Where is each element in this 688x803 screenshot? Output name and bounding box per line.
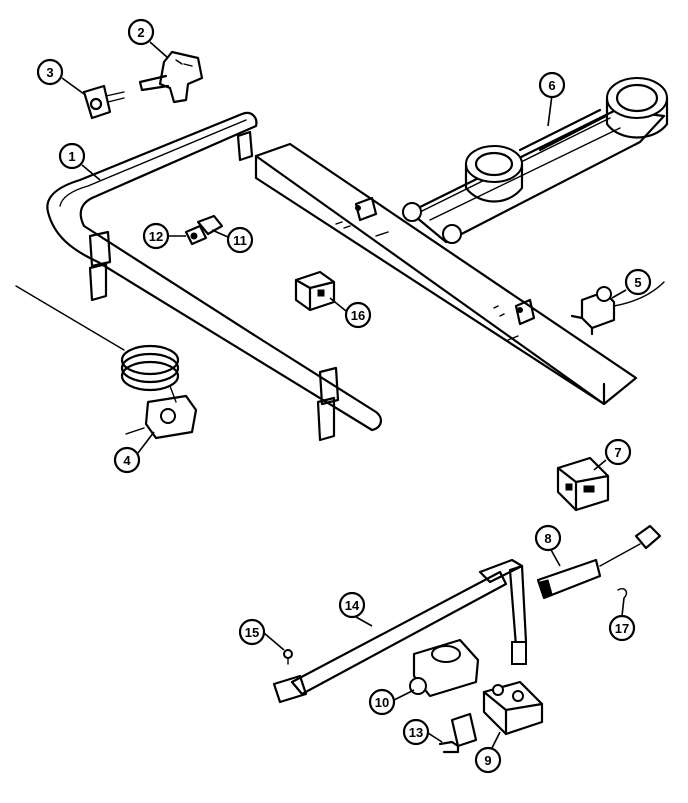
callout-6-label: 6 — [548, 78, 555, 93]
callout-1: 1 — [58, 142, 86, 170]
callout-15: 15 — [238, 618, 266, 646]
part-8-igniter-wire — [536, 524, 662, 600]
callout-6: 6 — [538, 71, 566, 99]
callout-4: 4 — [113, 446, 141, 474]
part-10-regulator — [409, 638, 480, 698]
part-9-valve-block — [482, 680, 544, 736]
callout-8: 8 — [534, 524, 562, 552]
callout-5-label: 5 — [634, 275, 641, 290]
leader-lines — [61, 41, 627, 749]
callout-13: 13 — [402, 718, 430, 746]
callout-8-label: 8 — [544, 531, 551, 546]
part-4-thermostat — [15, 285, 198, 440]
part-16-block — [294, 270, 336, 312]
callout-17-label: 17 — [615, 621, 629, 636]
callout-17: 17 — [608, 614, 636, 642]
callout-7: 7 — [604, 438, 632, 466]
part-5-igniter — [570, 281, 665, 336]
callout-16: 16 — [344, 301, 372, 329]
callout-1-label: 1 — [68, 149, 75, 164]
part-12-orifice — [184, 214, 224, 246]
part-13-bracket — [438, 712, 478, 754]
part-15-screw — [283, 649, 293, 665]
callout-11-label: 11 — [233, 233, 247, 248]
callout-11: 11 — [226, 226, 254, 254]
callout-2: 2 — [127, 18, 155, 46]
burner-support-bar — [254, 142, 638, 406]
callout-5: 5 — [624, 268, 652, 296]
callout-16-label: 16 — [351, 308, 365, 323]
callout-3: 3 — [36, 58, 64, 86]
callout-12: 12 — [142, 222, 170, 250]
part-3-bracket — [82, 84, 125, 120]
callout-10: 10 — [368, 688, 396, 716]
callout-14-label: 14 — [345, 598, 360, 613]
part-14-tube — [272, 558, 528, 704]
part-17-clip — [617, 588, 628, 599]
callout-15-label: 15 — [245, 625, 259, 640]
callout-13-label: 13 — [409, 725, 423, 740]
part-2-valve — [138, 50, 204, 104]
callout-12-label: 12 — [149, 229, 163, 244]
callout-9: 9 — [474, 746, 502, 774]
callout-3-label: 3 — [46, 65, 53, 80]
callout-7-label: 7 — [614, 445, 621, 460]
part-6-burners — [402, 77, 669, 244]
callout-2-label: 2 — [137, 25, 144, 40]
callout-9-label: 9 — [484, 753, 491, 768]
callout-10-label: 10 — [375, 695, 389, 710]
part-1-manifold — [46, 111, 382, 442]
part-7-block — [556, 456, 610, 512]
callout-14: 14 — [338, 591, 366, 619]
callout-4-label: 4 — [123, 453, 131, 468]
